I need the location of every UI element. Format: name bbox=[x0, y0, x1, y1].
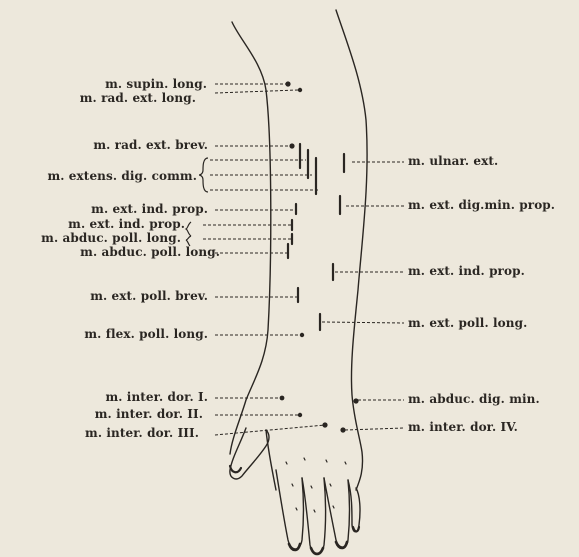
arm-ulnar-edge bbox=[336, 10, 367, 490]
label-ext-ind-prop-1: m. ext. ind. prop. bbox=[91, 203, 208, 215]
label-flex-poll-long: m. flex. poll. long. bbox=[84, 328, 208, 340]
label-inter-dor-4: m. inter. dor. IV. bbox=[408, 421, 518, 433]
left-leader-lines bbox=[203, 84, 325, 435]
label-ulnar-ext: m. ulnar. ext. bbox=[408, 155, 498, 167]
label-abduc-poll-long-2: m. abduc. poll. long. bbox=[80, 246, 220, 258]
label-ext-poll-long: m. ext. poll. long. bbox=[408, 317, 527, 329]
label-ext-dig-min-prop: m. ext. dig.min. prop. bbox=[408, 199, 555, 211]
finger-index bbox=[276, 470, 304, 549]
label-inter-dor-1: m. inter. dor. I. bbox=[105, 391, 208, 403]
motor-point-marks bbox=[288, 144, 344, 330]
motor-point-dots bbox=[280, 81, 359, 432]
arm-radial-edge bbox=[230, 22, 271, 454]
label-inter-dor-3: m. inter. dor. III. bbox=[85, 427, 199, 439]
finger-middle bbox=[302, 478, 326, 553]
palm-outline bbox=[266, 430, 276, 490]
label-ext-ind-prop-2: m. ext. ind. prop. bbox=[68, 218, 185, 230]
label-extens-dig-comm: m. extens. dig. comm. bbox=[47, 170, 197, 182]
label-abduc-dig-min: m. abduc. dig. min. bbox=[408, 393, 540, 405]
label-supin-long: m. supin. long. bbox=[105, 78, 207, 90]
right-leader-lines bbox=[322, 162, 404, 430]
label-rad-ext-brev: m. rad. ext. brev. bbox=[93, 139, 208, 151]
label-ext-poll-brev: m. ext. poll. brev. bbox=[90, 290, 208, 302]
label-inter-dor-2: m. inter. dor. II. bbox=[95, 408, 203, 420]
label-rad-ext-long: m. rad. ext. long. bbox=[80, 92, 196, 104]
label-ext-ind-prop-right: m. ext. ind. prop. bbox=[408, 265, 525, 277]
finger-ring bbox=[324, 478, 350, 547]
label-abduc-poll-long-1: m. abduc. poll. long. bbox=[41, 232, 181, 244]
